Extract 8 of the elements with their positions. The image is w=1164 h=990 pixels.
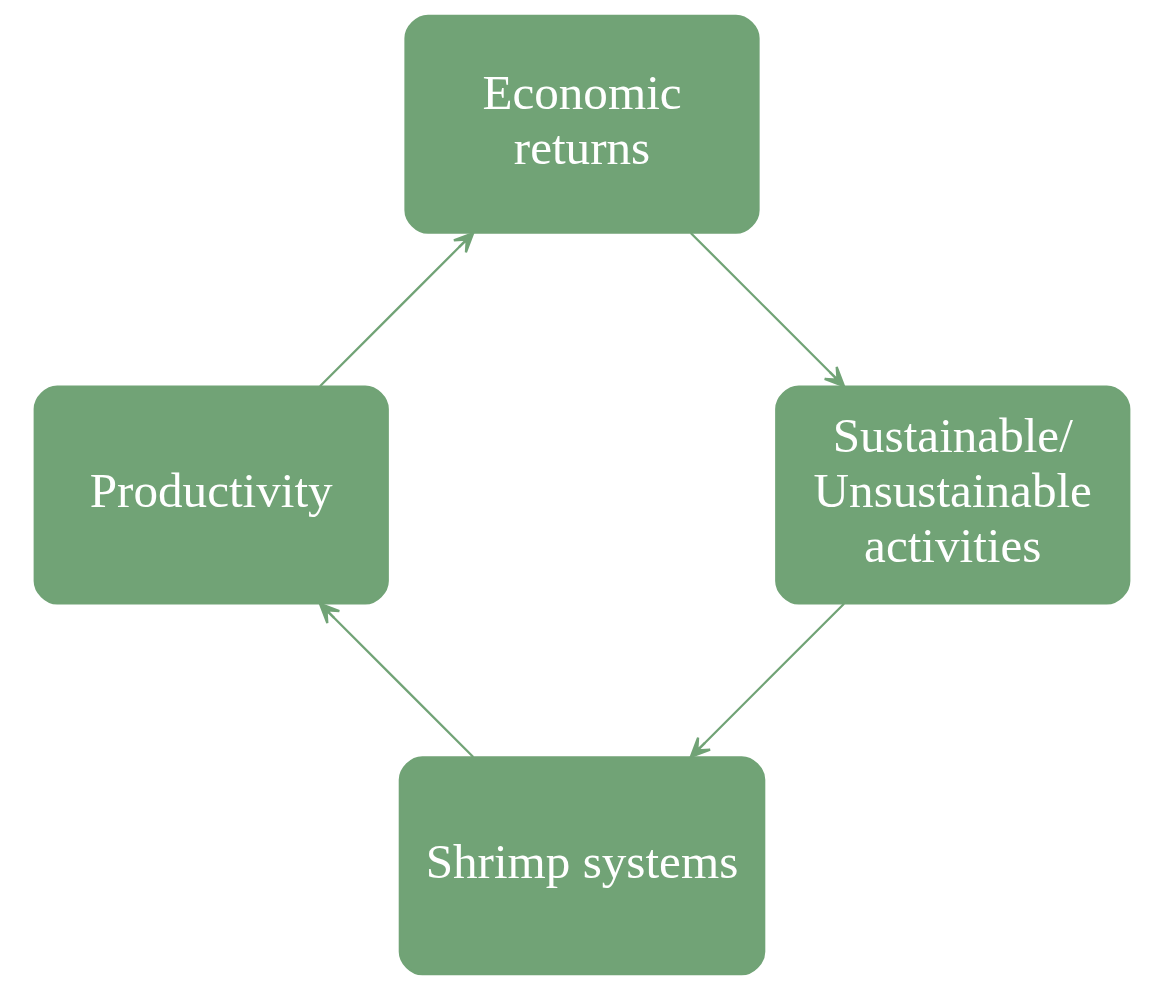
node-box: Shrimp systems — [398, 756, 766, 976]
node-box: Productivity — [33, 385, 389, 605]
node-box: Economic returns — [404, 14, 760, 234]
arrow — [318, 602, 475, 758]
arrow — [319, 231, 475, 388]
arrow — [689, 232, 846, 388]
node-box: Sustainable/ Unsustainable activities — [775, 385, 1131, 605]
arrow — [689, 602, 845, 759]
